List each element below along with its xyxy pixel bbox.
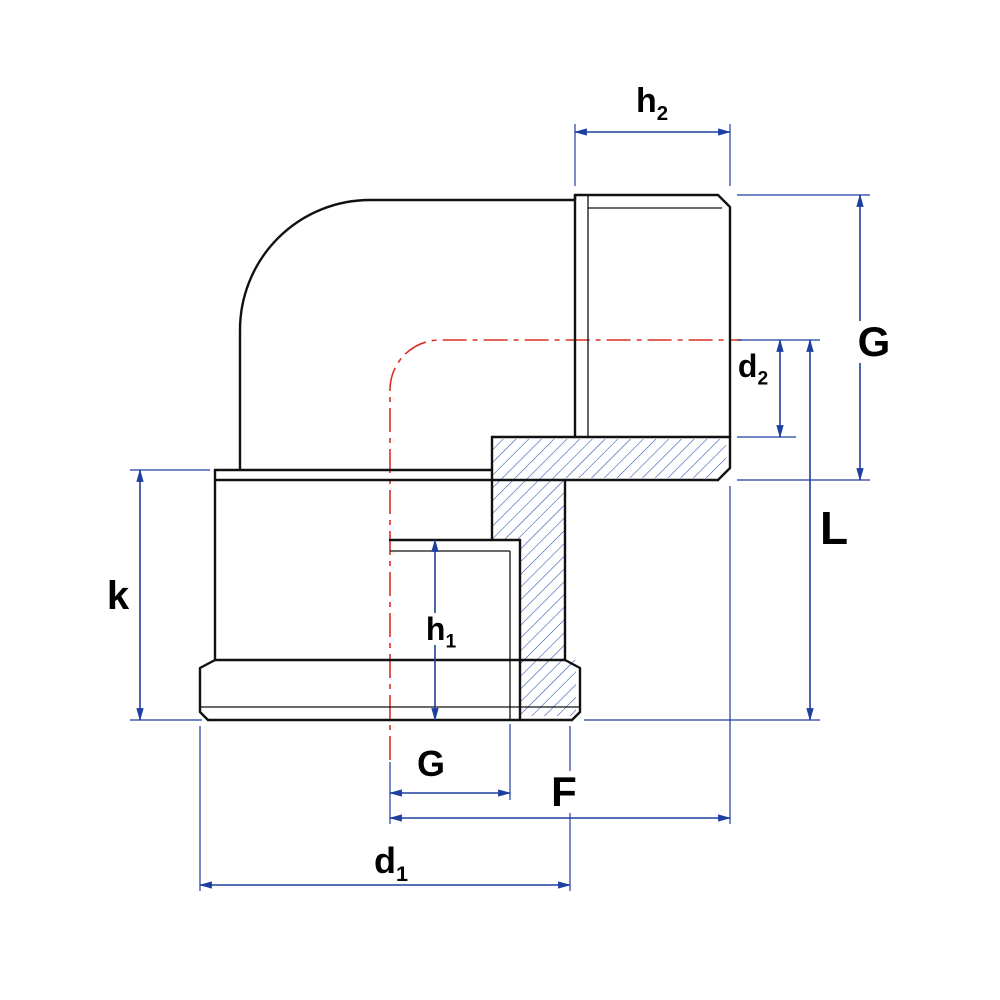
flange-left-edge xyxy=(198,658,217,722)
dim-label-d1: d1 xyxy=(370,840,412,884)
dim-label-l-base: L xyxy=(819,502,849,554)
dim-label-h1-base: h xyxy=(425,611,446,647)
body-outline xyxy=(198,193,732,722)
dim-label-h1: h1 xyxy=(422,611,460,651)
centerline xyxy=(389,339,742,760)
dim-label-g-right: G xyxy=(854,318,894,365)
hatch-socket-wall xyxy=(520,540,565,660)
dim-label-d1-base: d xyxy=(373,840,396,881)
dim-label-g-bottom-base: G xyxy=(416,743,446,784)
dim-label-f-base: F xyxy=(551,768,577,815)
dim-label-f: F xyxy=(548,771,580,813)
dim-label-k: k xyxy=(103,574,133,618)
hatch-spigot-lower-wall xyxy=(492,439,726,478)
dim-label-d2-sub: 2 xyxy=(757,368,769,390)
outer-bend-profile xyxy=(238,198,577,472)
dim-label-k-base: k xyxy=(106,574,130,618)
hatch-socket-shoulder xyxy=(492,478,565,540)
dim-label-g-bottom: G xyxy=(413,743,449,784)
dim-label-h2: h2 xyxy=(632,82,672,124)
dim-label-g-right-base: G xyxy=(857,318,891,365)
dim-label-h2-base: h xyxy=(635,82,657,120)
section-hatch-areas xyxy=(492,439,726,716)
dim-label-h1-sub: 1 xyxy=(445,631,457,653)
flange-right-edge xyxy=(563,658,582,722)
dim-label-d2-base: d xyxy=(737,348,758,384)
dim-label-d2: d2 xyxy=(734,348,772,388)
dim-label-l: L xyxy=(816,502,852,554)
dim-label-h2-sub: 2 xyxy=(656,102,669,125)
thread-detail-lines xyxy=(200,195,722,720)
dim-label-d1-sub: 1 xyxy=(395,861,409,887)
extension-lines xyxy=(130,124,870,891)
